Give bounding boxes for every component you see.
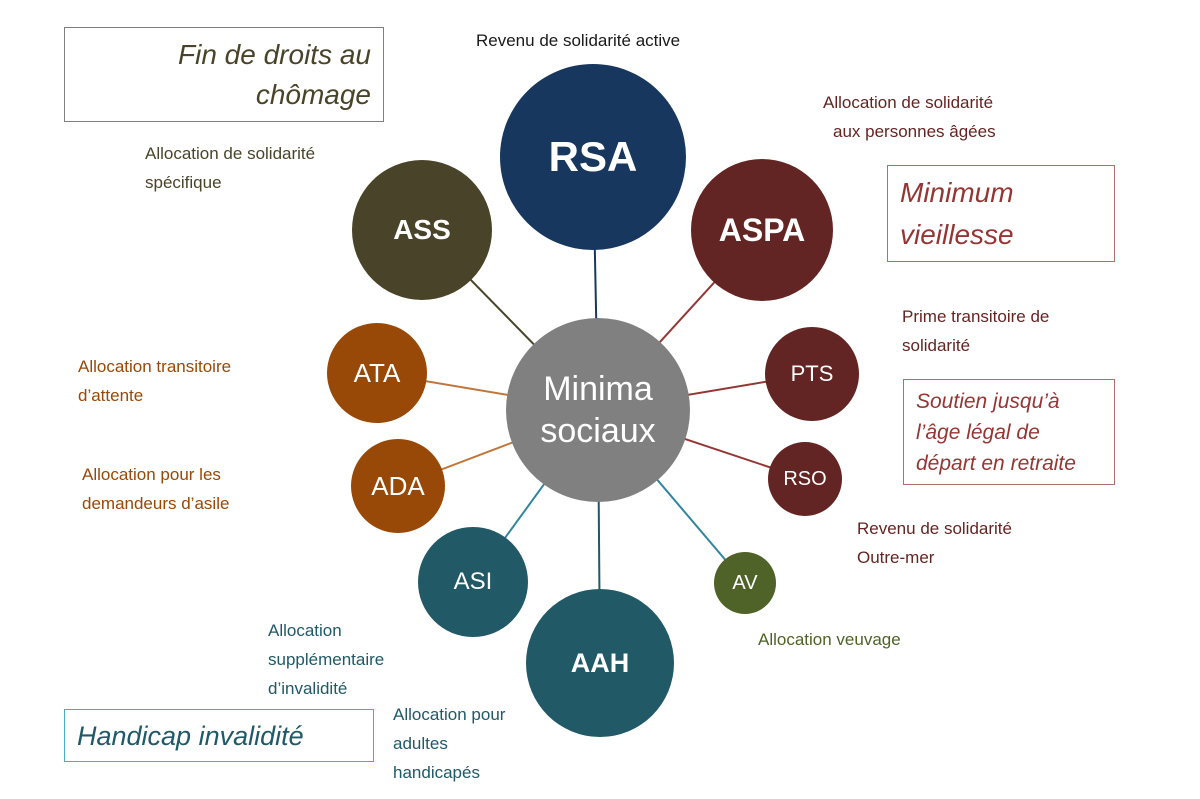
node-rsa: RSA <box>500 64 686 250</box>
node-ass: ASS <box>352 160 492 300</box>
label-aspa-line: Allocation de solidarité <box>823 93 994 112</box>
label-ada: Allocation pour les demandeurs d’asile <box>82 460 229 518</box>
label-ata-line: Allocation transitoire <box>78 357 232 376</box>
category-box-retraite: Soutien jusqu’à l’âge légal de départ en r… <box>903 379 1115 485</box>
node-abbr-ada: ADA <box>371 470 425 501</box>
node-ada: ADA <box>351 439 445 533</box>
category-box-vieillesse-line: vieillesse <box>900 218 1014 250</box>
category-box-chomage-line: chômage <box>255 78 371 110</box>
label-aspa: Allocation de solidarité aux personnes âg… <box>823 88 996 146</box>
category-box-handicap-line: Handicap invalidité <box>77 720 304 751</box>
label-ada-line: demandeurs d’asile <box>82 494 230 513</box>
category-box-retraite-line: Soutien jusqu’à <box>916 389 1060 413</box>
label-rso-line: Outre-mer <box>857 548 935 567</box>
label-aspa-line: aux personnes âgées <box>833 122 996 141</box>
category-box-vieillesse: Minimum vieillesse <box>887 165 1115 262</box>
node-ata: ATA <box>327 323 427 423</box>
label-ata-line: d’attente <box>78 386 144 405</box>
category-box-handicap: Handicap invalidité <box>64 709 374 762</box>
label-pts-line: solidarité <box>902 336 971 355</box>
category-box-vieillesse-line: Minimum <box>900 176 1014 208</box>
node-rso: RSO <box>768 442 842 516</box>
node-abbr-rsa: RSA <box>548 133 638 180</box>
node-abbr-ass: ASS <box>393 214 451 245</box>
label-av-line: Allocation veuvage <box>758 630 901 649</box>
node-abbr-av: AV <box>732 571 758 594</box>
label-asi-line: supplémentaire <box>268 650 385 669</box>
node-abbr-pts: PTS <box>790 361 834 386</box>
center-label-line2: sociaux <box>540 412 656 450</box>
center-label-line1: Minima <box>543 370 653 408</box>
node-abbr-rso: RSO <box>783 467 827 490</box>
category-box-retraite-line: l’âge légal de <box>916 420 1040 444</box>
category-box-retraite-line: départ en retraite <box>916 451 1076 475</box>
node-abbr-asi: ASI <box>453 568 493 595</box>
node-aah: AAH <box>526 589 674 737</box>
label-rsa: Revenu de solidarité active <box>476 26 680 55</box>
label-asi: Allocation supplémentaire d’invalidité <box>268 616 384 703</box>
category-box-chomage: Fin de droits au chômage <box>64 27 384 122</box>
label-asi-line: d’invalidité <box>268 679 348 698</box>
label-rso-line: Revenu de solidarité <box>857 519 1012 538</box>
label-pts: Prime transitoire de solidarité <box>902 302 1049 360</box>
label-rsa-line: Revenu de solidarité active <box>476 31 681 50</box>
center-node-minima-sociaux: Minima sociaux <box>506 318 690 502</box>
label-aah: Allocation pour adultes handicapés <box>393 700 505 787</box>
label-pts-line: Prime transitoire de <box>902 307 1050 326</box>
label-ass-line: spécifique <box>145 173 222 192</box>
node-asi: ASI <box>418 527 528 637</box>
label-aah-line: adultes <box>393 734 448 753</box>
label-ada-line: Allocation pour les <box>82 465 221 484</box>
node-abbr-aah: AAH <box>570 647 630 678</box>
label-ass: Allocation de solidarité spécifique <box>145 139 315 197</box>
label-ass-line: Allocation de solidarité <box>145 144 316 163</box>
label-aah-line: handicapés <box>393 763 480 782</box>
node-pts: PTS <box>765 327 859 421</box>
label-ata: Allocation transitoire d’attente <box>78 352 231 410</box>
label-av: Allocation veuvage <box>758 625 901 654</box>
label-aah-line: Allocation pour <box>393 705 506 724</box>
node-abbr-ata: ATA <box>353 357 401 388</box>
node-abbr-aspa: ASPA <box>718 211 806 248</box>
category-box-chomage-line: Fin de droits au <box>178 38 371 70</box>
node-av: AV <box>714 552 776 614</box>
node-aspa: ASPA <box>691 159 833 301</box>
label-asi-line: Allocation <box>268 621 342 640</box>
